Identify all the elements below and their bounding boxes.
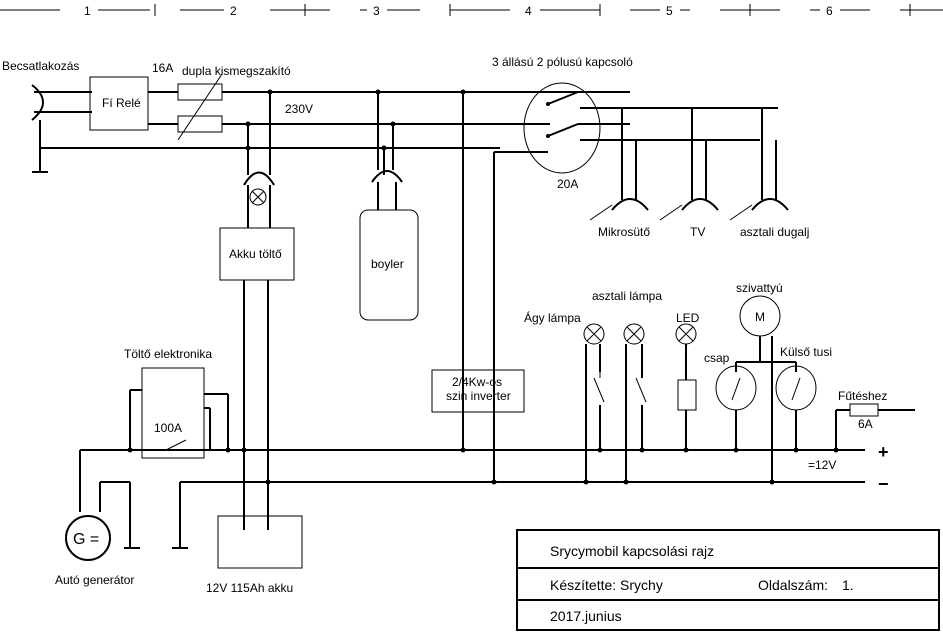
fuse-futeshez: Fűtéshez 6A (835, 389, 915, 450)
label-becsatlakozas: Becsatlakozás (2, 59, 79, 73)
title-block: Srycymobil kapcsolási rajz Készítette: S… (516, 529, 940, 631)
label-boyler: boyler (371, 257, 404, 271)
label-breaker: dupla kismegszakító (182, 64, 291, 78)
boyler: boyler (359, 92, 419, 321)
page-value: 1. (842, 577, 854, 593)
label-mikrosuto: Mikrosütő (598, 225, 650, 239)
label-futeshez: Fűtéshez (838, 389, 887, 403)
lamp-led (675, 323, 697, 450)
battery-box (217, 515, 303, 569)
title-text: Srycymobil kapcsolási rajz (550, 543, 714, 559)
label-tolto-elektronika: Töltő elektronika (124, 347, 212, 361)
label-100a: 100A (154, 421, 182, 435)
label-agy-lampa: Ágy lámpa (524, 310, 581, 325)
inverter-box (431, 369, 525, 413)
date-text: 2017.junius (550, 608, 622, 624)
three-position-switch: 3 állású 2 pólusú kapcsoló 20A (462, 55, 778, 445)
auto-generator: G = Autó generátor (55, 450, 140, 587)
outlet-tv: TV (659, 108, 719, 239)
label-tv: TV (690, 225, 705, 239)
label-szivattyu: szivattyú (736, 281, 783, 295)
label-inverter-1: 2/4Kw-os (452, 375, 502, 389)
pump: M szivattyú csap Külső tusi (704, 281, 832, 482)
label-asztali-lampa: asztali lámpa (592, 289, 662, 303)
label-minus: − (878, 474, 889, 494)
outlet-asztali-dugalj: asztali dugalj (729, 108, 809, 239)
label-generator-symbol: G = (73, 531, 99, 548)
page-label: Oldalszám: (758, 577, 828, 593)
label-kulso-tusi: Külső tusi (780, 345, 832, 359)
label-akku: 12V 115Ah akku (206, 581, 293, 595)
ruler-col-5: 5 (666, 4, 673, 18)
label-230v: 230V (285, 102, 313, 116)
label-20a: 20A (557, 177, 578, 191)
label-akku-tolto: Akku töltő (229, 247, 282, 261)
lamp-asztali (623, 323, 647, 482)
fi-rele-box (89, 76, 149, 131)
label-plus: + (878, 442, 889, 462)
ruler-col-1: 1 (84, 4, 91, 18)
charger-socket (243, 92, 275, 228)
label-auto-generator: Autó generátor (55, 573, 134, 587)
outlet-mikrosuto: Mikrosütő (589, 108, 650, 239)
label-fi-rele: Fí Relé (102, 96, 141, 110)
mains-inlet: Becsatlakozás (2, 59, 92, 173)
label-16a: 16A (152, 61, 173, 75)
ruler-col-2: 2 (230, 4, 237, 18)
author-text: Készítette: Srychy (550, 577, 663, 593)
label-switch-title: 3 állású 2 pólusú kapcsoló (492, 55, 633, 69)
tolto-elektronika: Töltő elektronika 100A (124, 347, 229, 459)
akku-tolto-box (219, 227, 295, 281)
label-6a: 6A (858, 417, 873, 431)
label-inverter-2: szin inverter (446, 389, 511, 403)
label-asztali-dugalj: asztali dugalj (740, 225, 809, 239)
ruler-col-3: 3 (373, 4, 380, 18)
ruler-col-6: 6 (826, 4, 833, 18)
double-breaker: 16A dupla kismegszakító (148, 61, 291, 141)
lamp-agy (583, 323, 605, 482)
ruler-col-4: 4 (525, 4, 532, 18)
label-12v: =12V (808, 458, 836, 472)
label-motor-m: M (755, 310, 765, 324)
label-led: LED (676, 311, 700, 325)
column-ruler: 1 2 3 4 5 6 (0, 2, 943, 18)
label-csap: csap (704, 351, 730, 365)
